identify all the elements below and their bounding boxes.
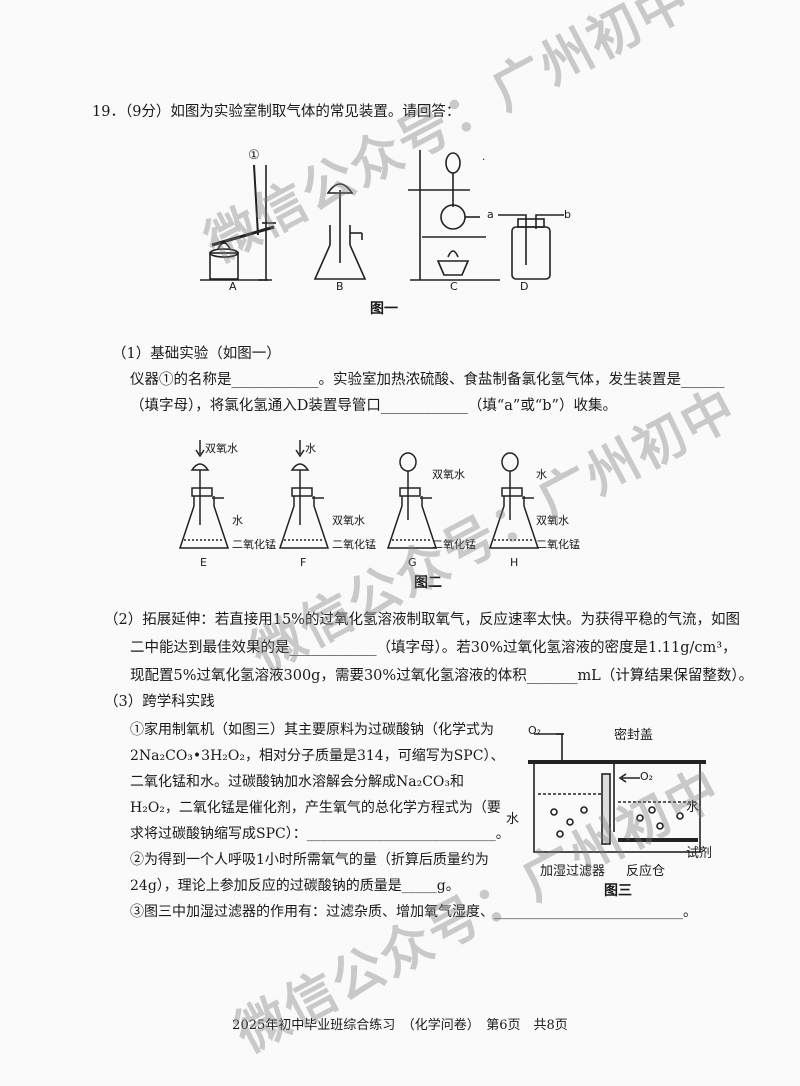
part3-line4: H₂O₂，二氧化锰是催化剂，产生氧气的总化学方程式为（要 <box>130 800 501 816</box>
fig2-h-h2o2-label: 双氧水 <box>536 514 569 527</box>
figure-1-diagram: · <box>200 150 564 281</box>
fig2-g-h2o2-label: 双氧水 <box>432 468 465 481</box>
question-intro: 19．（9分）如图为实验室制取气体的常见装置。请回答： <box>92 104 461 120</box>
fig1-label-c: C <box>450 280 458 293</box>
figure-2-diagram <box>178 440 540 549</box>
fig1-label-d: D <box>520 280 529 293</box>
fig3-water-right-label: 水 <box>686 800 700 815</box>
part3-line3: 二氧化锰和水。过碳酸钠加水溶解会分解成Na₂CO₃和 <box>130 774 465 790</box>
fig3-o2-in-label: O₂ <box>640 770 654 783</box>
fig2-g-mno2-label: 二氧化锰 <box>432 538 476 551</box>
part3-line5: 求将过碳酸钠缩写成SPC）：__________________________… <box>130 826 510 842</box>
fig2-f-h2o2-label: 双氧水 <box>332 514 365 527</box>
figure-3-diagram <box>528 733 706 853</box>
figure-1-caption: 图一 <box>370 301 398 317</box>
part2-line2: 二中能达到最佳效果的是____________（填字母）。若30%过氧化氢溶液的… <box>130 640 737 656</box>
figure-2-caption: 图二 <box>414 575 442 591</box>
part3-line7: 24g），理论上参加反应的过碳酸钠的质量是_____g。 <box>130 878 460 894</box>
fig2-label-g: G <box>408 556 417 569</box>
fig3-seal-label: 密封盖 <box>614 728 654 743</box>
fig3-reagent-label: 试剂 <box>686 846 713 861</box>
part3-line2: 2Na₂CO₃•3H₂O₂，相对分子质量是314，可缩写为SPC）、 <box>130 748 505 764</box>
fig2-f-top-label: 水 <box>305 442 316 455</box>
part1-line2: 仪器①的名称是____________。实验室加热浓硫酸、食盐制备氯化氢气体，发… <box>130 372 725 388</box>
fig2-label-f: F <box>300 556 307 569</box>
part3-line1: ①家用制氧机（如图三）其主要原料为过碳酸钠（化学式为 <box>130 722 494 738</box>
port-a-label: a <box>487 208 494 221</box>
part2-line1: （2）拓展延伸：若直接用15%的过氧化氢溶液制取氧气，反应速率太快。为获得平稳的… <box>104 612 740 628</box>
fig2-e-water-label: 水 <box>232 514 243 527</box>
fig2-label-e: E <box>200 556 207 569</box>
svg-text:·: · <box>482 155 485 166</box>
part1-title: （1）基础实验（如图一） <box>112 346 281 362</box>
fig2-h-mno2-label: 二氧化锰 <box>536 538 580 551</box>
part3-line8: ③图三中加湿过滤器的作用有：过滤杂质、增加氧气湿度、______________… <box>130 904 697 920</box>
part2-line3: 现配置5%过氧化氢溶液300g，需要30%过氧化氢溶液的体积_______mL（… <box>130 668 754 684</box>
fig2-h-water-label: 水 <box>536 468 547 481</box>
part1-line3: （填字母），将氯化氢通入D装置导管口____________（填“a”或“b”）… <box>130 398 617 414</box>
fig1-label-a: A <box>229 280 237 293</box>
fig2-label-h: H <box>510 556 519 569</box>
instrument-1-label: ① <box>248 148 260 163</box>
figure-3-caption: 图三 <box>604 883 632 899</box>
fig3-o2-out-label: O₂ <box>528 724 542 737</box>
fig1-label-b: B <box>336 280 344 293</box>
part3-line6: ②为得到一个人呼吸1小时所需氧气的量（折算后质量约为 <box>130 852 489 868</box>
part3-title: （3）跨学科实践 <box>104 694 215 710</box>
fig3-humidifier-label: 加湿过滤器 <box>540 864 606 879</box>
fig2-f-mno2-label: 二氧化锰 <box>332 538 376 551</box>
fig3-reactor-label: 反应仓 <box>626 864 666 879</box>
port-b-label: b <box>564 208 571 221</box>
fig3-water-left-label: 水 <box>506 812 520 827</box>
page-footer: 2025年初中毕业班综合练习 （化学问卷） 第6页 共8页 <box>232 1018 568 1033</box>
fig2-e-mno2-label: 二氧化锰 <box>232 538 276 551</box>
fig2-e-top-label: 双氧水 <box>205 442 238 455</box>
